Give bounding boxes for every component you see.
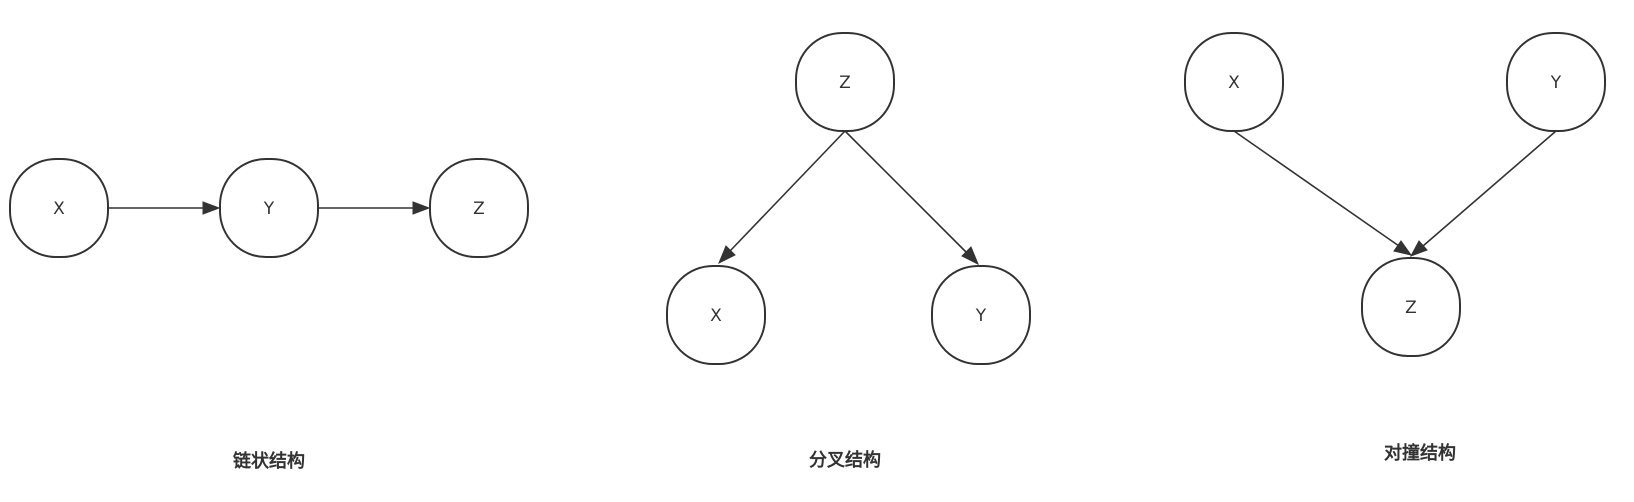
chain-structure-panel: X Y Z 链状结构 [9,158,529,472]
collider-node-z-label: Z [1405,298,1417,318]
fork-node-y: Y [931,265,1031,365]
fork-edge-z-to-y [844,130,979,266]
fork-node-z-label: Z [839,73,851,93]
chain-node-z-label: Z [473,199,485,219]
fork-node-x: X [666,265,766,365]
chain-structure-caption: 链状结构 [233,450,305,472]
collider-structure-panel: X Y Z 对撞结构 [1184,32,1606,464]
fork-structure-panel: Z X Y 分叉结构 [666,32,1031,471]
chain-node-y-label: Y [263,199,275,219]
collider-node-x-label: X [1228,73,1240,93]
collider-structure-caption: 对撞结构 [1384,442,1456,464]
collider-node-z: Z [1361,257,1461,357]
chain-edge-y-to-z [318,201,431,215]
collider-node-x: X [1184,32,1284,132]
chain-edge-x-to-y [108,201,221,215]
fork-node-y-label: Y [975,306,987,326]
chain-node-x: X [9,158,109,258]
fork-edge-z-to-x [718,130,846,265]
chain-node-z: Z [429,158,529,258]
chain-node-y: Y [219,158,319,258]
collider-edge-y-to-z [1409,130,1557,257]
collider-edge-x-to-z [1233,130,1413,256]
chain-node-x-label: X [53,199,65,219]
fork-node-x-label: X [710,306,722,326]
fork-edges [718,130,979,266]
fork-structure-caption: 分叉结构 [809,449,881,471]
fork-node-z: Z [795,32,895,132]
collider-node-y-label: Y [1550,73,1562,93]
collider-edges [1233,130,1557,257]
chain-edges [108,201,431,215]
collider-node-y: Y [1506,32,1606,132]
